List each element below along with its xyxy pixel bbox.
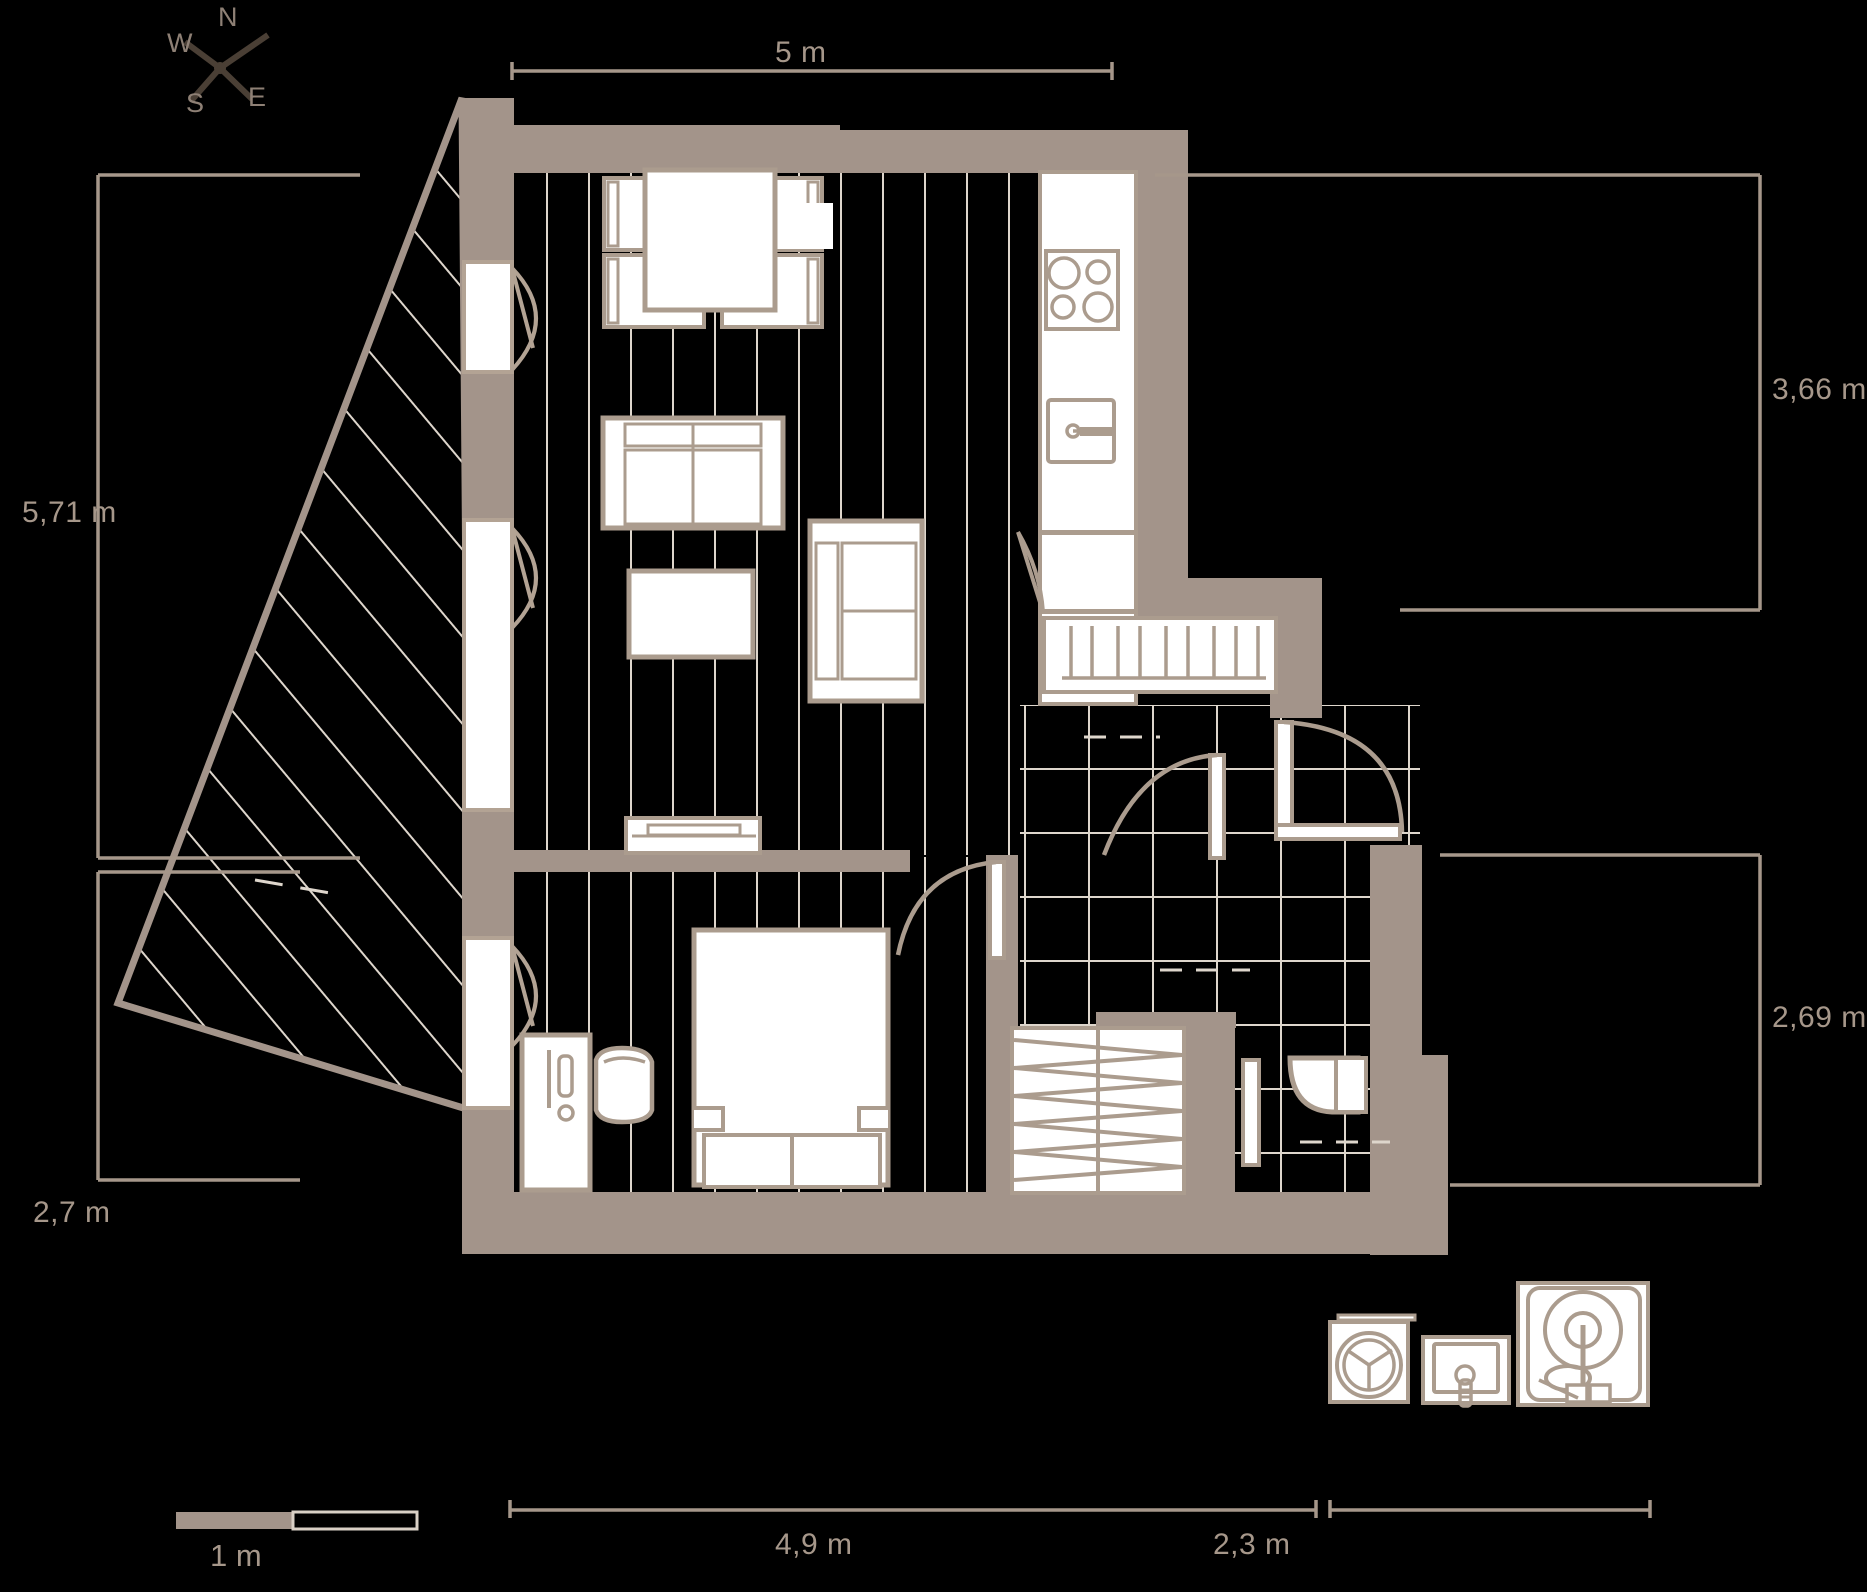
washbasin xyxy=(1421,1335,1511,1408)
kitchen xyxy=(1016,170,1138,706)
cooktop-hob xyxy=(1044,249,1120,331)
dining-table xyxy=(642,167,778,313)
compass-label-e: E xyxy=(248,82,267,112)
entry-door[interactable] xyxy=(1274,719,1405,841)
dimension-bottom-right: 2,3 m xyxy=(1213,1528,1291,1561)
double-bed xyxy=(691,927,891,1189)
sofa xyxy=(600,415,786,531)
scale-bar xyxy=(176,1510,419,1531)
bathroom-door[interactable] xyxy=(1101,752,1226,860)
compass-label-w: W xyxy=(167,28,193,58)
coffee-table xyxy=(626,568,756,660)
wardrobe-walls xyxy=(1096,1012,1236,1192)
desk-area xyxy=(519,1032,655,1193)
dimension-top: 5 m xyxy=(775,36,827,69)
compass-south-needle xyxy=(188,66,223,103)
axis-marks xyxy=(1084,735,1390,1144)
compass-north-needle xyxy=(218,32,270,71)
dimension-lines xyxy=(96,62,1762,1518)
compass-label-s: S xyxy=(186,88,205,118)
compass-west-needle xyxy=(183,39,222,71)
dimension-right-lower: 2,69 m xyxy=(1772,1001,1867,1034)
compass-rose xyxy=(183,32,270,103)
tv-console xyxy=(624,816,762,855)
compass-label-n: N xyxy=(218,2,238,32)
kitchen-counter xyxy=(1038,170,1138,534)
balcony-terrace-area xyxy=(113,96,474,1115)
scale-bar-label: 1 m xyxy=(210,1538,262,1573)
shelving-unit xyxy=(1042,616,1278,694)
balcony-doors[interactable] xyxy=(462,260,538,1110)
desk-chair xyxy=(593,1045,655,1125)
armchair xyxy=(807,518,925,704)
washing-machine xyxy=(1328,1313,1417,1404)
wardrobe-closet xyxy=(1010,1026,1186,1195)
dimension-left-upper: 5,71 m xyxy=(22,496,117,529)
toilet xyxy=(1287,1055,1368,1115)
compass-east-needle xyxy=(217,65,255,102)
dimension-right-upper: 3,66 m xyxy=(1772,373,1867,406)
dimension-left-lower: 2,7 m xyxy=(33,1196,111,1229)
dimension-bottom-left: 4,9 m xyxy=(775,1528,853,1561)
kitchen-sink xyxy=(1046,398,1116,464)
shower-tray xyxy=(1516,1281,1650,1407)
closet-door[interactable] xyxy=(1241,1058,1261,1167)
bedroom-door[interactable] xyxy=(895,859,1006,960)
desk xyxy=(519,1032,593,1193)
